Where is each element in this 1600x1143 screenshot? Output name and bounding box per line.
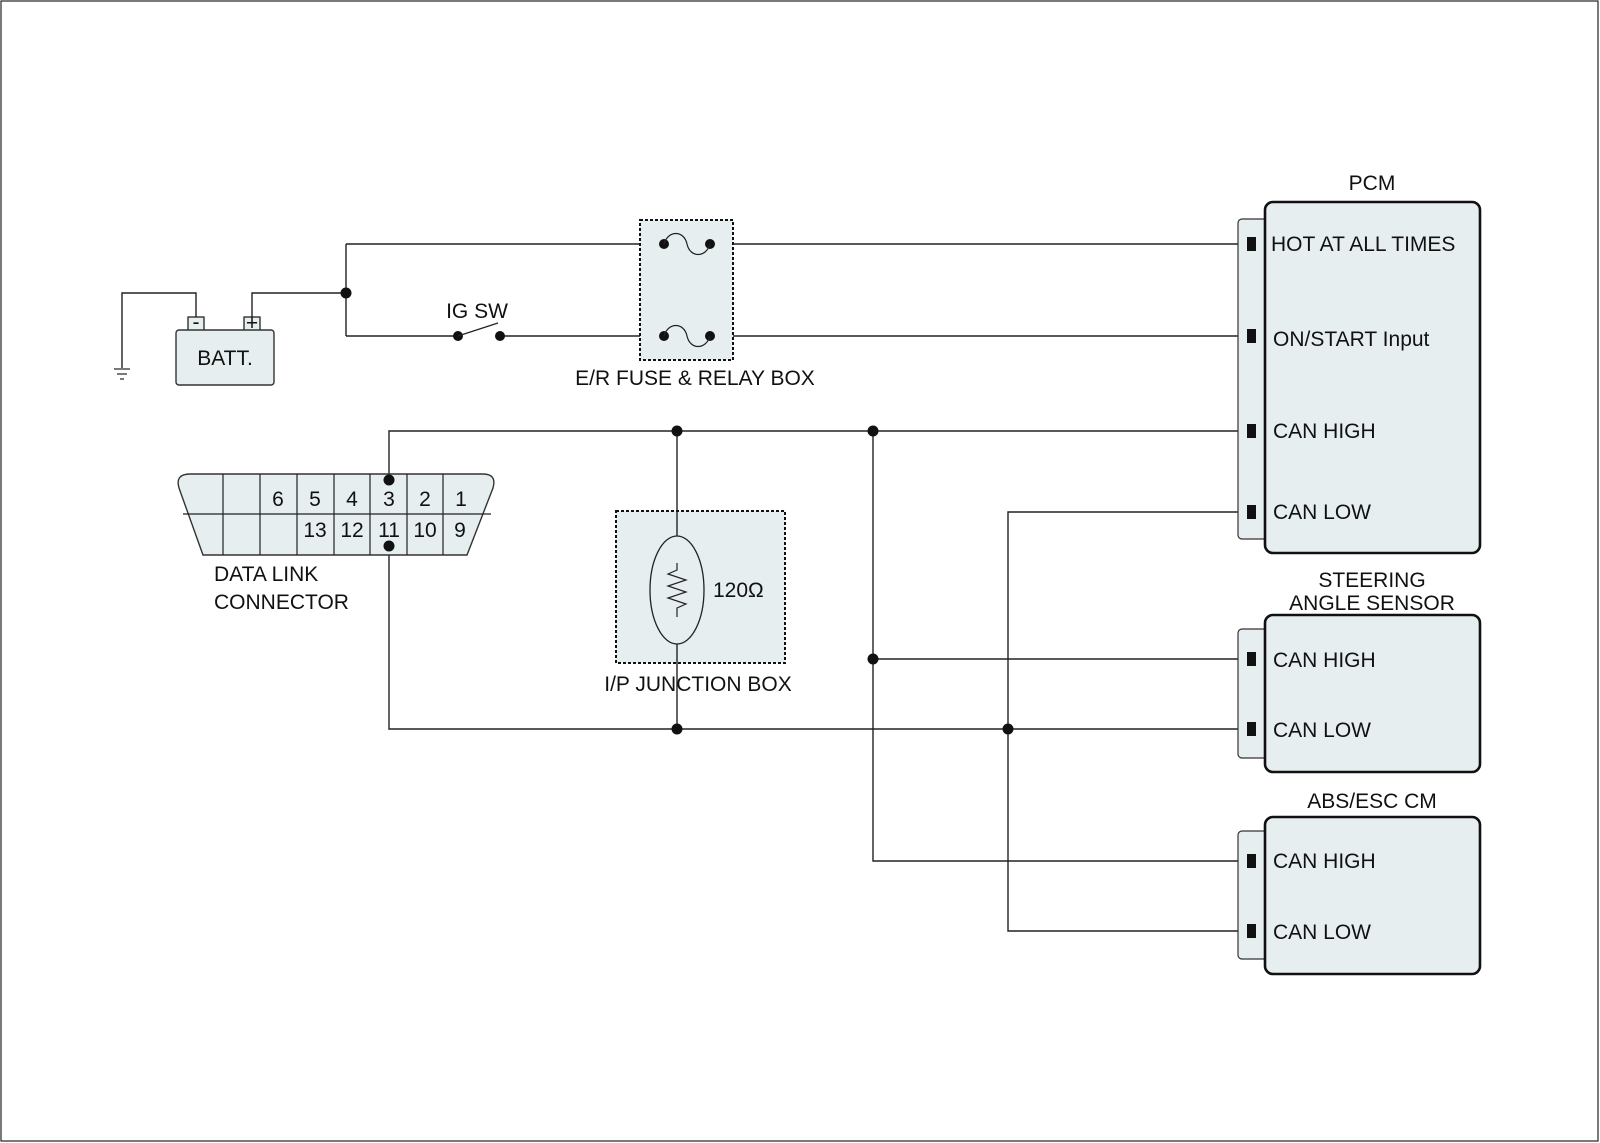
abs-pin-can-low: CAN LOW: [1273, 921, 1371, 944]
dlc-label-line2: CONNECTOR: [214, 591, 349, 614]
splice-points: [340, 287, 1014, 735]
sas-body: [1263, 613, 1482, 774]
can-high-branch-abs: [872, 431, 1251, 862]
data-link-connector: 6 5 4 3 2 1 13 12 11 10 9 DATA LINK CONN…: [177, 473, 495, 614]
abs-body: [1263, 815, 1482, 976]
abs-esc-module: ABS/ESC CM CAN HIGH CAN LOW: [1237, 790, 1482, 976]
abs-pin-can-high: CAN HIGH: [1273, 850, 1376, 873]
splice-dot: [867, 653, 879, 665]
abs-title: ABS/ESC CM: [1307, 790, 1437, 813]
sas-pin: [1247, 652, 1256, 666]
dlc-pin-11: 11: [378, 519, 400, 542]
dlc-pin-3-terminal: [383, 474, 395, 486]
pcm-pin-on-start-input: ON/START Input: [1273, 328, 1430, 351]
resistor-icon: [666, 563, 688, 617]
dlc-pin-2: 2: [419, 488, 431, 511]
sas-pin-can-low: CAN LOW: [1273, 719, 1371, 742]
dlc-pin-3: 3: [383, 488, 395, 511]
sas-title-line1: STEERING: [1318, 569, 1425, 592]
fuse-box-label: E/R FUSE & RELAY BOX: [575, 367, 815, 390]
pcm-connector-strip: [1237, 218, 1269, 540]
ip-junction-box: 120Ω I/P JUNCTION BOX: [604, 510, 792, 696]
pcm-pin-hot-at-all-times: HOT AT ALL TIMES: [1271, 233, 1455, 256]
pcm-pin-can-low: CAN LOW: [1273, 501, 1371, 524]
abs-pin: [1247, 854, 1256, 868]
fuse-icon: [659, 232, 715, 256]
splice-dot: [671, 723, 683, 735]
dlc-label-line1: DATA LINK: [214, 563, 318, 586]
ground-icon: [114, 368, 130, 380]
dlc-pin-13: 13: [303, 519, 326, 542]
dlc-pin-4: 4: [346, 488, 358, 511]
junction-box-label: I/P JUNCTION BOX: [604, 673, 791, 696]
dlc-pin-10: 10: [413, 519, 436, 542]
ground-wire: [121, 292, 197, 368]
resistor-value: 120Ω: [713, 579, 764, 602]
ig-switch: IG SW: [446, 300, 508, 341]
pcm-pin: [1247, 329, 1256, 343]
pcm-module: PCM HOT AT ALL TIMES ON/START Input CAN …: [1237, 172, 1482, 555]
abs-pin: [1247, 924, 1256, 938]
battery-label: BATT.: [197, 347, 253, 370]
can-low-branch: [1007, 511, 1251, 932]
splice-dot: [671, 425, 683, 437]
resistor-housing: [649, 535, 705, 645]
dlc-pin-1: 1: [455, 488, 467, 511]
steering-angle-sensor-module: STEERING ANGLE SENSOR CAN HIGH CAN LOW: [1237, 569, 1482, 774]
can-high-bus: [388, 430, 1251, 478]
battery-negative-label: -: [193, 311, 200, 334]
fuse-relay-box: E/R FUSE & RELAY BOX: [575, 219, 815, 390]
battery-positive-label: +: [246, 312, 258, 335]
battery: - + BATT.: [175, 311, 275, 386]
pcm-body: [1263, 200, 1482, 555]
abs-connector-strip: [1237, 830, 1269, 960]
ig-switch-label: IG SW: [446, 300, 508, 323]
sas-title-line2: ANGLE SENSOR: [1289, 592, 1455, 615]
dlc-pin-11-terminal: [383, 540, 395, 552]
pcm-title: PCM: [1349, 172, 1396, 195]
sas-pin-can-high: CAN HIGH: [1273, 649, 1376, 672]
pcm-pin: [1247, 237, 1256, 251]
splice-dot: [340, 287, 352, 299]
battery-body: [175, 329, 275, 386]
pcm-pin: [1247, 505, 1256, 519]
dlc-pin-9: 9: [454, 519, 466, 542]
splice-dot: [867, 425, 879, 437]
splice-dot: [1002, 723, 1014, 735]
dlc-pin-6: 6: [272, 488, 284, 511]
pcm-pin-can-high: CAN HIGH: [1273, 420, 1376, 443]
battery-positive-wire: [251, 292, 346, 320]
sas-connector-strip: [1237, 628, 1269, 759]
pcm-pin: [1247, 424, 1256, 438]
fuse-icon: [659, 324, 715, 348]
dlc-pin-12: 12: [340, 519, 363, 542]
can-low-bus: [388, 546, 1251, 730]
dlc-pin-5: 5: [309, 488, 321, 511]
sas-pin: [1247, 722, 1256, 736]
